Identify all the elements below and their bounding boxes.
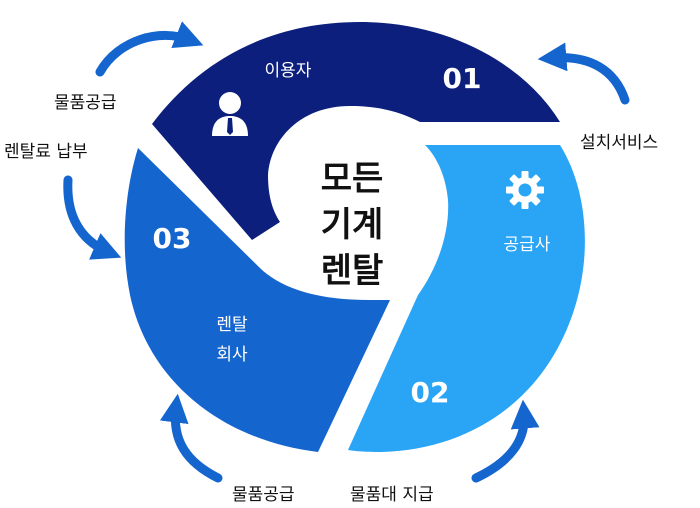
flow-label-top-left: 물품공급 [54, 93, 117, 113]
segment-rental-label-line2: 회사 [216, 345, 248, 365]
gear-icon [506, 171, 544, 209]
arrow-bottom-left [159, 393, 223, 483]
center-title-line1: 모든 [321, 159, 384, 199]
arrow-top-left [95, 21, 204, 77]
segment-user-number: 01 [443, 62, 482, 95]
flow-label-top-right: 설치서비스 [580, 133, 658, 153]
flow-label-left: 렌탈료 납부 [4, 142, 88, 162]
segment-rental [124, 148, 391, 452]
segment-supplier-label: 공급사 [504, 235, 551, 255]
segment-user-label: 이용자 [265, 61, 312, 81]
arrow-top-right [537, 42, 630, 105]
center-title-line3: 렌탈 [321, 251, 384, 291]
center-title-line2: 기계 [321, 205, 384, 245]
flow-label-bottom-right: 물품대 지급 [350, 485, 434, 505]
flow-label-bottom-left: 물품공급 [232, 485, 295, 505]
segment-rental-label-line1: 렌탈 [216, 315, 248, 335]
arrow-bottom-right [471, 399, 540, 483]
segment-user [152, 22, 560, 240]
segment-supplier-number: 02 [411, 376, 450, 409]
segment-rental-number: 03 [153, 222, 192, 255]
person-icon [212, 92, 248, 136]
segment-supplier [348, 145, 585, 452]
arrow-left [63, 175, 122, 260]
